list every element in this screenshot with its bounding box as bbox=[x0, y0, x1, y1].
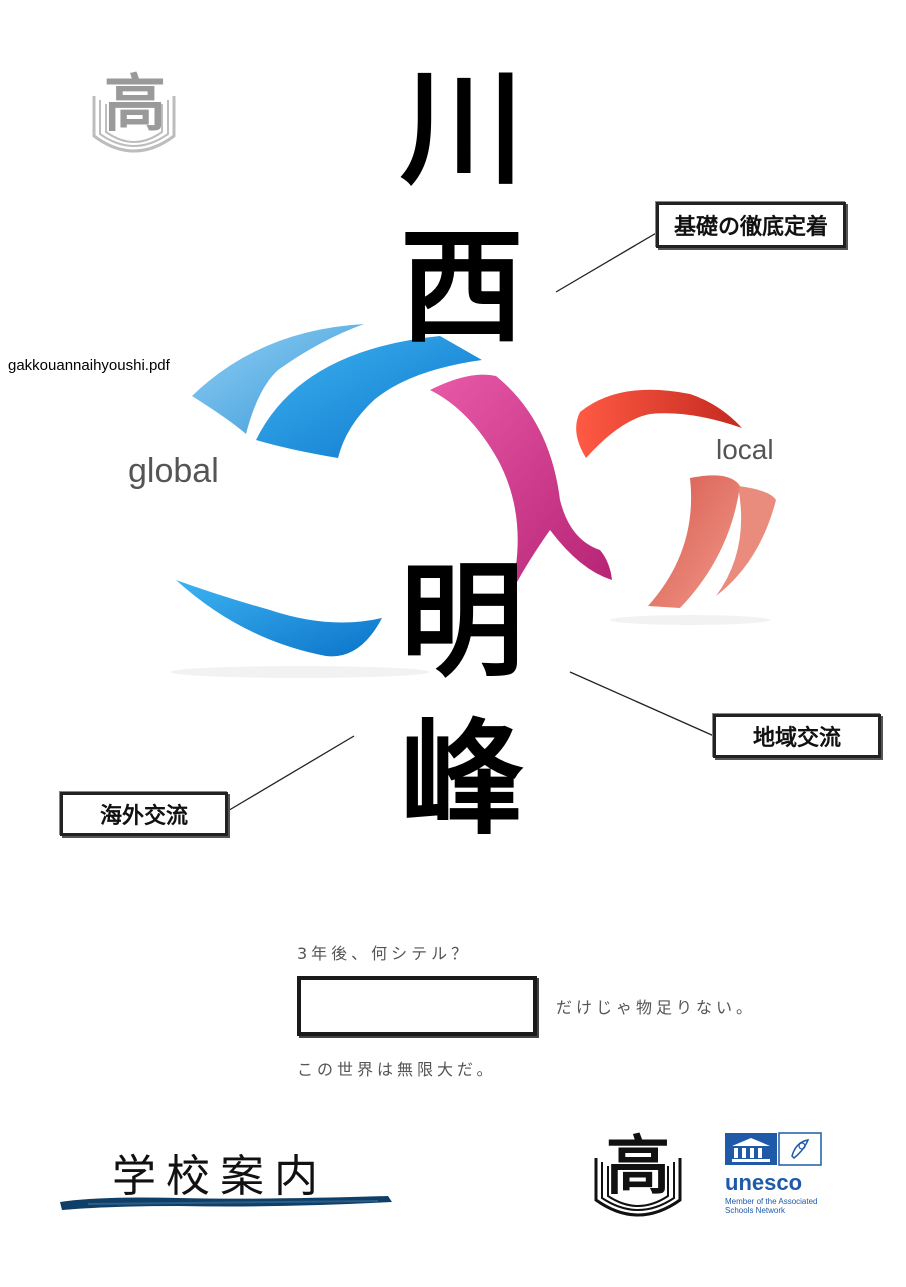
emblem-char-bottom: 高 bbox=[606, 1129, 670, 1204]
swoosh-graphic bbox=[170, 324, 776, 678]
arc-pink bbox=[430, 374, 612, 596]
unesco-name: unesco bbox=[725, 1170, 803, 1195]
school-emblem-bottom: 高 bbox=[592, 1128, 684, 1224]
title-char-2: 西 bbox=[399, 215, 524, 360]
arc-salmon-1 bbox=[648, 475, 740, 608]
unesco-subtitle: Member of the Associated Schools Network bbox=[725, 1197, 818, 1215]
tagline-line-1: 3年後、何シテル？ bbox=[297, 944, 472, 963]
arc-light-blue bbox=[192, 324, 364, 434]
arc-blue-upper bbox=[256, 336, 482, 458]
blank-box bbox=[297, 976, 537, 1036]
label-regional: 地域交流 bbox=[713, 714, 881, 758]
arc-salmon-2 bbox=[716, 486, 776, 596]
title-char-3: 明 bbox=[399, 549, 524, 694]
tagline-line-2: だけじゃ物足りない。 bbox=[556, 998, 757, 1017]
arc-blue-lower bbox=[176, 580, 382, 657]
school-emblem-top: 高 bbox=[90, 66, 178, 162]
global-label: global bbox=[128, 452, 219, 490]
arc-red bbox=[576, 389, 742, 458]
label-basics: 基礎の徹底定着 bbox=[656, 202, 846, 248]
school-guide-title: 学校案内 bbox=[112, 1151, 328, 1202]
label-overseas: 海外交流 bbox=[60, 792, 228, 836]
filename-text: gakkouannaihyoushi.pdf bbox=[8, 357, 170, 374]
title-char-1: 川 bbox=[399, 57, 524, 202]
brush-stroke bbox=[60, 1196, 392, 1210]
unesco-logo bbox=[724, 1132, 822, 1168]
tagline-line-3: この世界は無限大だ。 bbox=[297, 1060, 497, 1079]
title-char-4: 峰 bbox=[399, 707, 524, 852]
local-label: local bbox=[716, 434, 774, 465]
emblem-char: 高 bbox=[104, 67, 167, 140]
